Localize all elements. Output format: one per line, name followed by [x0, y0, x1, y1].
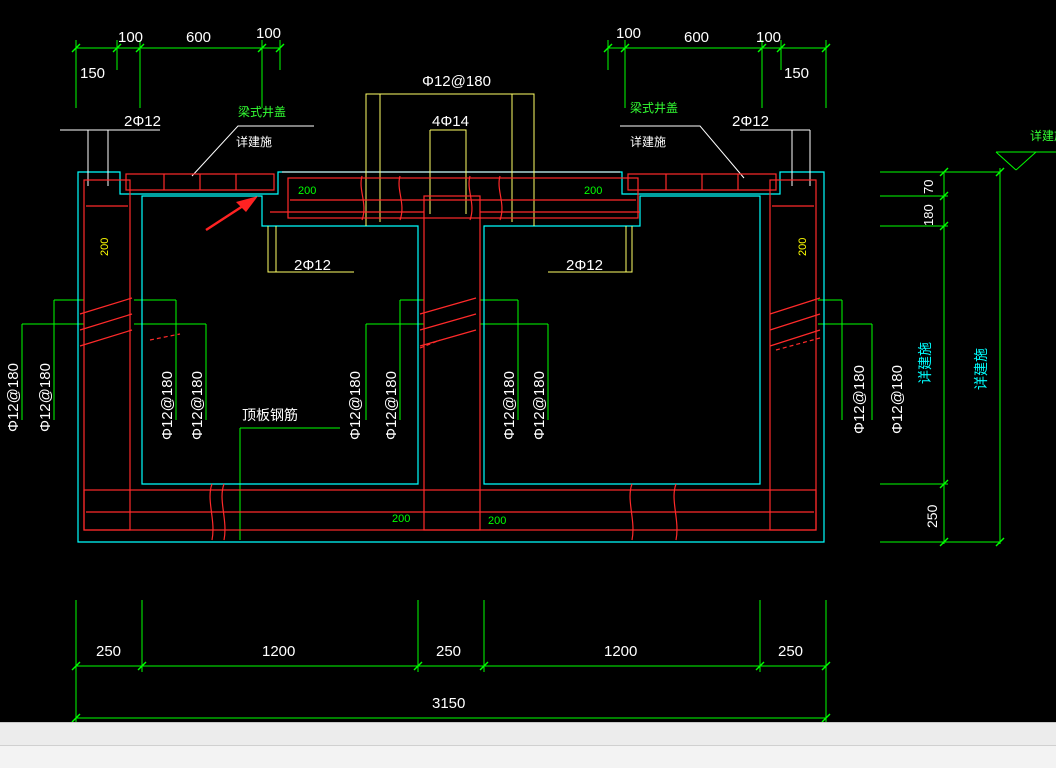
- rebar-labels: Φ12@180 4Φ14 2Φ12 2Φ12 2Φ12 2Φ12 Φ12@180…: [5, 73, 906, 440]
- top-slab-200-left: 200: [298, 185, 316, 197]
- dim-top-right-100a: 100: [616, 25, 641, 42]
- wall-200-left: 200: [99, 238, 111, 256]
- drawing-svg: 150 100 600 100 100 600 100 150 250 1200…: [5, 25, 1056, 723]
- cad-drawing-canvas[interactable]: 150 100 600 100 100 600 100 150 250 1200…: [0, 0, 1056, 723]
- label-right-top-bars: 2Φ12: [732, 113, 769, 130]
- dim-top-right-150: 150: [784, 65, 809, 82]
- label-wall-bar-10: Φ12@180: [889, 365, 906, 434]
- side-notes: 详建施 详建施: [918, 342, 990, 390]
- label-wall-bar-5: Φ12@180: [347, 371, 364, 440]
- side-note-inner: 详建施: [918, 342, 934, 384]
- cover-slab-lines: [60, 125, 811, 191]
- structure-outline: [77, 171, 825, 543]
- dim-top-left-100a: 100: [118, 29, 143, 46]
- dim-bottom-250a: 250: [96, 643, 121, 660]
- corner-note: 详建施: [1030, 128, 1056, 143]
- dim-top-right-100b: 100: [756, 29, 781, 46]
- cover-notes: 梁式井盖 详建施 梁式井盖 详建施 详建施: [236, 100, 1056, 149]
- rebar-leaders: [267, 93, 633, 273]
- label-wall-bar-2: Φ12@180: [37, 363, 54, 432]
- dim-bottom-250c: 250: [778, 643, 803, 660]
- label-left-under-bars: 2Φ12: [294, 257, 331, 274]
- side-note-outer: 详建施: [974, 348, 990, 390]
- status-bar: [0, 722, 1056, 768]
- dim-right-180: 180: [921, 204, 936, 226]
- dim-bottom-1200a: 1200: [262, 643, 295, 660]
- dim-top-left-600: 600: [186, 29, 211, 46]
- dim-top-left-150: 150: [80, 65, 105, 82]
- status-bar-lower: [0, 745, 1056, 768]
- label-roof-rebar: 顶板钢筋: [242, 407, 298, 424]
- dimension-lines: [21, 40, 1056, 722]
- base-200-right: 200: [488, 515, 506, 527]
- label-wall-bar-7: Φ12@180: [501, 371, 518, 440]
- top-slab-200-right: 200: [584, 185, 602, 197]
- label-top-bar: Φ12@180: [422, 73, 491, 90]
- base-200-left: 200: [392, 513, 410, 525]
- label-wall-bar-4: Φ12@180: [189, 371, 206, 440]
- label-wall-bar-1: Φ12@180: [5, 363, 22, 432]
- dim-top-left-100b: 100: [256, 25, 281, 42]
- dim-bottom-1200b: 1200: [604, 643, 637, 660]
- dim-total-3150: 3150: [432, 695, 465, 712]
- dimension-text: 150 100 600 100 100 600 100 150 250 1200…: [80, 25, 940, 712]
- label-wall-bar-6: Φ12@180: [383, 371, 400, 440]
- dim-bottom-250b: 250: [436, 643, 461, 660]
- label-left-top-bars: 2Φ12: [124, 113, 161, 130]
- dim-right-250: 250: [924, 504, 940, 528]
- label-wall-bar-9: Φ12@180: [851, 365, 868, 434]
- label-wall-bar-3: Φ12@180: [159, 371, 176, 440]
- dim-top-right-600: 600: [684, 29, 709, 46]
- label-center-bars: 4Φ14: [432, 113, 469, 130]
- cover-right-line1: 梁式井盖: [630, 100, 678, 115]
- spacing-labels: 200 200 200 200 200 200: [99, 185, 809, 527]
- dimension-ticks: [71, 43, 1005, 723]
- rebar: [79, 173, 821, 541]
- dim-right-70: 70: [921, 180, 936, 194]
- cover-right-line2: 详建施: [630, 134, 666, 149]
- red-pointer-arrow: [205, 196, 258, 232]
- cover-left-line1: 梁式井盖: [238, 104, 286, 119]
- cover-left-line2: 详建施: [236, 134, 272, 149]
- label-right-under-bars: 2Φ12: [566, 257, 603, 274]
- label-wall-bar-8: Φ12@180: [531, 371, 548, 440]
- wall-200-right: 200: [797, 238, 809, 256]
